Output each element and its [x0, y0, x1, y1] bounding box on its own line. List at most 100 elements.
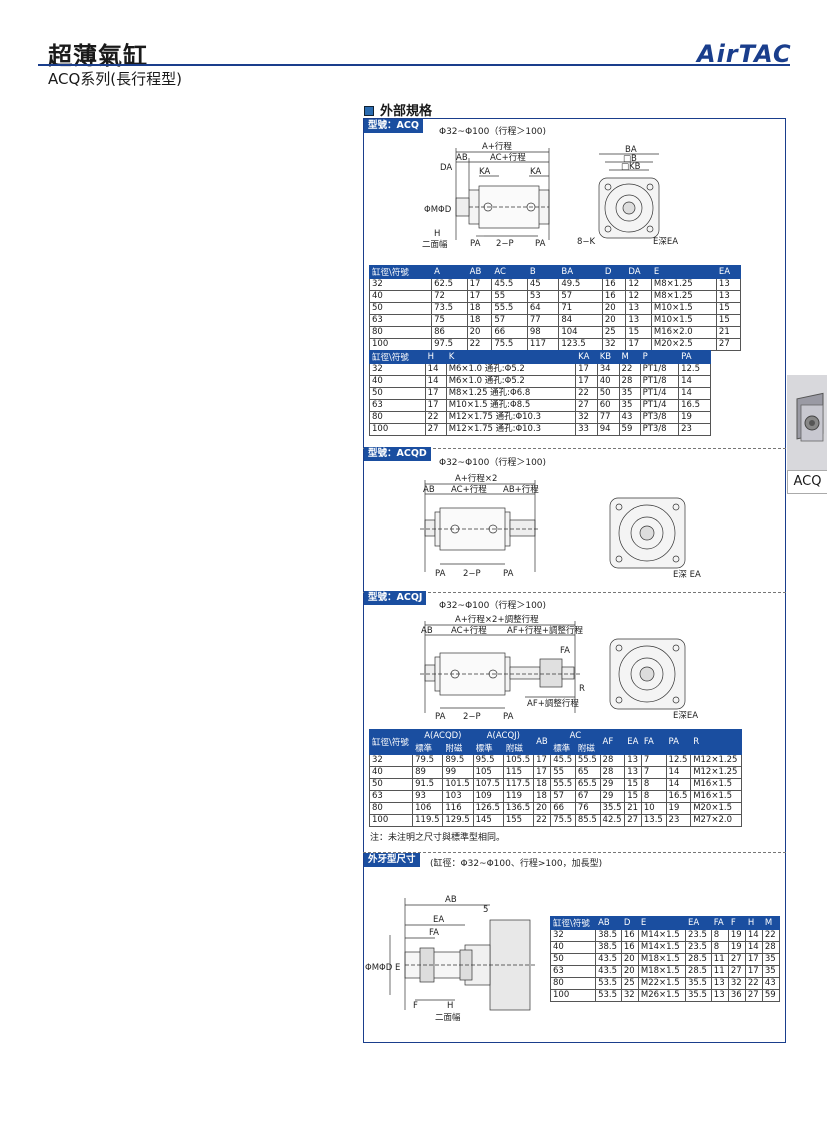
- table-cell: 23.5: [685, 929, 712, 942]
- table-cell: M10×1.5 通孔:Φ8.5: [445, 399, 577, 412]
- table-cell: 84: [558, 314, 603, 327]
- table-cell: 22: [424, 411, 447, 424]
- table-cell: 15: [715, 302, 742, 315]
- table-cell: 13: [710, 977, 729, 990]
- table-cell: 89: [412, 766, 444, 779]
- ext-dim-ea: EA: [433, 915, 444, 925]
- brand-logo: AirTAC: [697, 40, 792, 68]
- ext-dim-m: ΦM: [365, 963, 379, 973]
- table-cell: 65: [574, 766, 601, 779]
- table-cell: 27: [424, 423, 447, 436]
- table-cell: 7: [640, 754, 667, 767]
- table-cell: 17: [466, 290, 493, 303]
- table-cell: 117.5: [502, 778, 535, 791]
- table-cell: M26×1.5: [637, 989, 687, 1002]
- table-cell: 20: [466, 326, 493, 339]
- col-subheader: 標準: [472, 741, 504, 755]
- table-cell: 17: [466, 278, 493, 291]
- table-cell: 35: [618, 399, 641, 412]
- side-tab-label[interactable]: ACQ: [787, 470, 827, 494]
- table-cell: 8: [710, 941, 729, 954]
- table-cell: 12: [625, 290, 652, 303]
- table-cell: 53.5: [595, 989, 622, 1002]
- table-cell: 16.5: [678, 399, 711, 412]
- table-cell: 100: [368, 338, 433, 351]
- col-header: K: [445, 350, 577, 364]
- table-cell: 15: [625, 326, 652, 339]
- col-header: H: [744, 916, 763, 930]
- table-cell: 98: [526, 326, 560, 339]
- col-header: EA: [685, 916, 712, 930]
- table-cell: 32: [575, 411, 598, 424]
- acqj-front-drawing: E深EA: [609, 638, 698, 721]
- table-cell: 25: [620, 977, 639, 990]
- table-cell: 14: [744, 929, 763, 942]
- table-cell: 20: [620, 965, 639, 978]
- table-cell: PT1/4: [639, 399, 680, 412]
- col-header: D: [620, 916, 639, 930]
- table-cell: 28: [599, 754, 626, 767]
- col-header: E: [650, 265, 717, 279]
- acq-range: Φ32~Φ100（行程＞100): [439, 127, 547, 137]
- table-cell: 55: [491, 290, 528, 303]
- table-cell: 105: [472, 766, 504, 779]
- table-cell: 28.5: [685, 965, 712, 978]
- table-cell: M20×2.5: [650, 338, 717, 351]
- table-cell: 28.5: [685, 953, 712, 966]
- acqd-range: Φ32~Φ100（行程＞100): [439, 458, 547, 468]
- col-header: 缸徑\符號: [368, 265, 433, 279]
- acqd-dim-p: 2−P: [463, 569, 481, 579]
- table-cell: 45.5: [550, 754, 576, 767]
- table-cell: 116: [442, 802, 474, 815]
- table-cell: 145: [472, 814, 504, 827]
- table-cell: 45.5: [491, 278, 528, 291]
- table-cell: 28: [618, 375, 641, 388]
- table-cell: 75.5: [491, 338, 528, 351]
- table-cell: 14: [665, 778, 692, 791]
- ext-range: (缸徑：Φ32~Φ100、行程>100，加長型): [430, 859, 603, 869]
- divider: [363, 592, 786, 593]
- table-cell: 43: [761, 977, 781, 990]
- acqj-dim-afadj: AF+調整行程: [527, 698, 579, 709]
- acqj-dim-p: 2−P: [463, 712, 481, 722]
- ext-tag: 外牙型尺寸: [364, 853, 420, 867]
- table-cell: 8: [710, 929, 729, 942]
- table-cell: 18: [533, 778, 552, 791]
- table-cell: 80: [369, 411, 426, 424]
- table-cell: 20: [601, 314, 627, 327]
- acq-model-tag: 型號：ACQ: [364, 119, 423, 133]
- footnote: 注：未注明之尺寸與標準型相同。: [370, 833, 506, 843]
- table-cell: M12×1.25: [690, 754, 742, 767]
- col-subheader: 標準: [412, 741, 444, 755]
- table-cell: 75: [431, 314, 468, 327]
- table-cell: 29: [599, 790, 626, 803]
- table-cell: 16: [620, 929, 639, 942]
- table-cell: 15: [624, 790, 642, 803]
- col-header: M: [618, 350, 641, 364]
- acqj-dim-pa1: PA: [435, 712, 446, 722]
- table-cell: 11: [710, 953, 729, 966]
- table-cell: 20: [620, 953, 639, 966]
- col-header: P: [639, 350, 680, 364]
- table-cell: 136.5: [502, 802, 535, 815]
- acqd-dim-ab2: AB+行程: [503, 484, 539, 495]
- acqj-dim-pa2: PA: [503, 712, 514, 722]
- table-cell: 10: [640, 802, 667, 815]
- acqj-dim-af: AF+行程+調整行程: [507, 625, 583, 636]
- table-cell: 43.5: [595, 965, 622, 978]
- table-subheader-row: 標準 附磁 標準 附磁 標準 附磁: [370, 741, 742, 755]
- table-cell: PT3/8: [639, 423, 680, 436]
- table-cell: 22: [575, 387, 598, 400]
- table-cell: 76: [574, 802, 601, 815]
- table-cell: 13.5: [640, 814, 667, 827]
- table-cell: 109: [472, 790, 504, 803]
